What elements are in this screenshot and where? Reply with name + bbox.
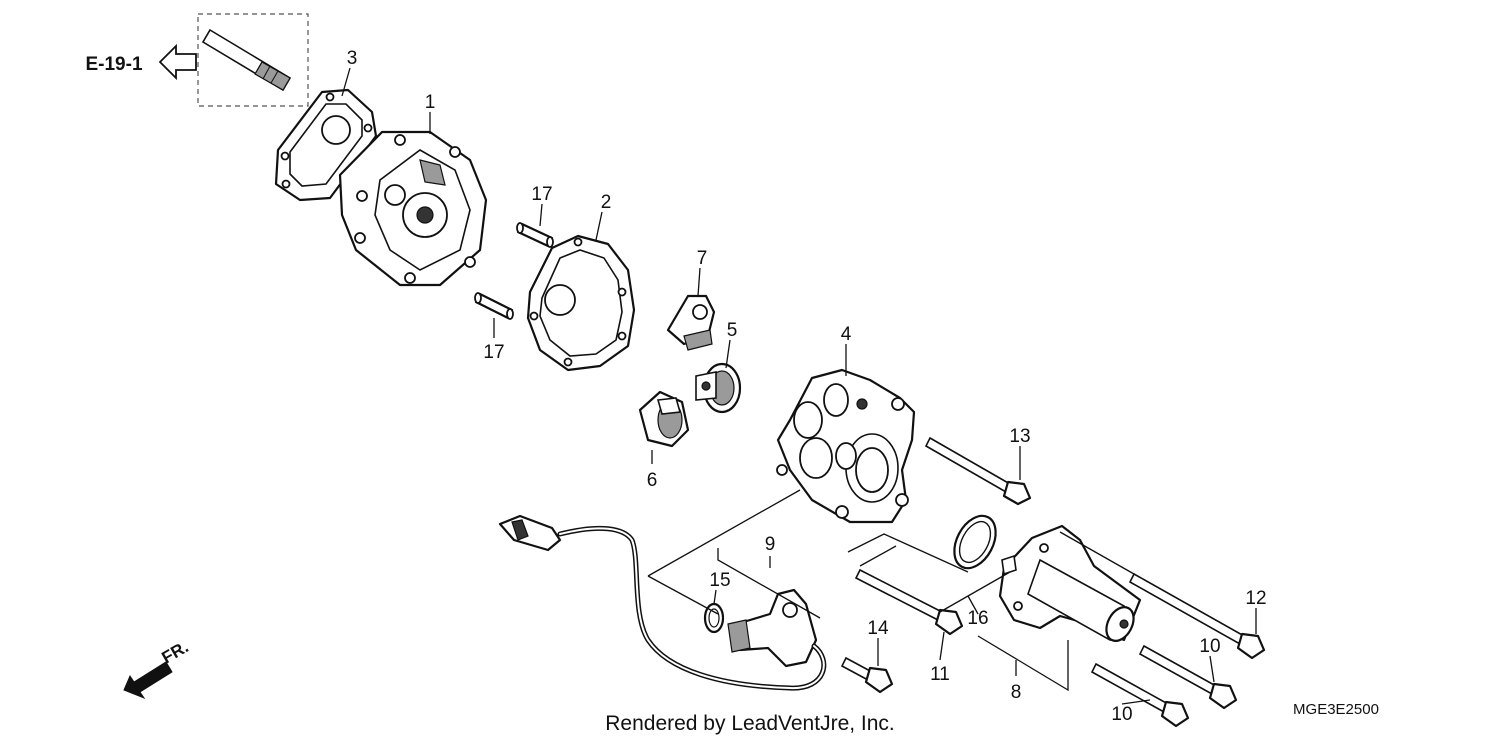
left-arrow-icon bbox=[158, 43, 197, 81]
callout-10-lower[interactable]: 10 bbox=[1111, 704, 1132, 725]
part-3-gasket[interactable] bbox=[274, 88, 378, 202]
part-9-sensor[interactable] bbox=[498, 514, 827, 691]
callout-14[interactable]: 14 bbox=[867, 618, 889, 639]
callout-17-upper[interactable]: 17 bbox=[531, 184, 552, 205]
part-10-bolt-upper[interactable] bbox=[1138, 644, 1238, 710]
part-2-gasket[interactable] bbox=[526, 234, 636, 372]
part-14-bolt[interactable] bbox=[840, 656, 894, 694]
part-17-dowel-pin-lower[interactable] bbox=[474, 292, 514, 320]
reference-label[interactable]: E-19-1 bbox=[85, 54, 142, 75]
callout-2[interactable]: 2 bbox=[601, 192, 612, 213]
callout-1[interactable]: 1 bbox=[425, 92, 436, 113]
callout-12[interactable]: 12 bbox=[1245, 588, 1266, 609]
callout-6[interactable]: 6 bbox=[647, 470, 658, 491]
part-6-drum[interactable] bbox=[638, 390, 690, 448]
part-11-bolt[interactable] bbox=[854, 568, 964, 636]
shaft-spline bbox=[254, 61, 291, 91]
credit-text: Rendered by LeadVentJre, Inc. bbox=[605, 712, 895, 735]
part-8-motor[interactable] bbox=[998, 524, 1142, 646]
callout-4[interactable]: 4 bbox=[841, 324, 852, 345]
diagram-code: MGE3E2500 bbox=[1293, 701, 1379, 718]
callout-17-lower[interactable]: 17 bbox=[483, 342, 504, 363]
front-arrow-icon bbox=[123, 661, 173, 700]
shaft-reference-box bbox=[197, 13, 309, 107]
connector-icon bbox=[498, 514, 562, 552]
leader-lines bbox=[341, 67, 1257, 705]
part-7-arm[interactable] bbox=[666, 294, 716, 351]
callout-10-upper[interactable]: 10 bbox=[1199, 636, 1220, 657]
callout-7[interactable]: 7 bbox=[697, 248, 708, 269]
callout-15[interactable]: 15 bbox=[709, 570, 730, 591]
front-label: FR. bbox=[159, 637, 192, 667]
callouts: 1 2 3 4 5 6 7 8 9 10 10 11 12 13 14 15 1… bbox=[347, 48, 1267, 725]
front-indicator: FR. bbox=[123, 637, 192, 700]
callout-5[interactable]: 5 bbox=[727, 320, 738, 341]
callout-9[interactable]: 9 bbox=[765, 534, 776, 555]
part-4-housing[interactable] bbox=[776, 368, 916, 524]
callout-13[interactable]: 13 bbox=[1009, 426, 1030, 447]
callout-16[interactable]: 16 bbox=[967, 608, 988, 629]
callout-3[interactable]: 3 bbox=[347, 48, 358, 69]
part-13-bolt[interactable] bbox=[924, 436, 1032, 506]
callout-11[interactable]: 11 bbox=[930, 664, 950, 685]
part-12-bolt[interactable] bbox=[1128, 572, 1266, 660]
part-1-cover[interactable] bbox=[338, 130, 488, 287]
reference-link[interactable]: E-19-1 bbox=[85, 43, 197, 81]
dashed-box bbox=[197, 13, 309, 107]
part-16-o-ring[interactable] bbox=[946, 509, 1004, 575]
part-5-gear[interactable] bbox=[695, 362, 742, 414]
callout-8[interactable]: 8 bbox=[1011, 682, 1022, 703]
part-17-dowel-pin-upper[interactable] bbox=[516, 222, 554, 248]
